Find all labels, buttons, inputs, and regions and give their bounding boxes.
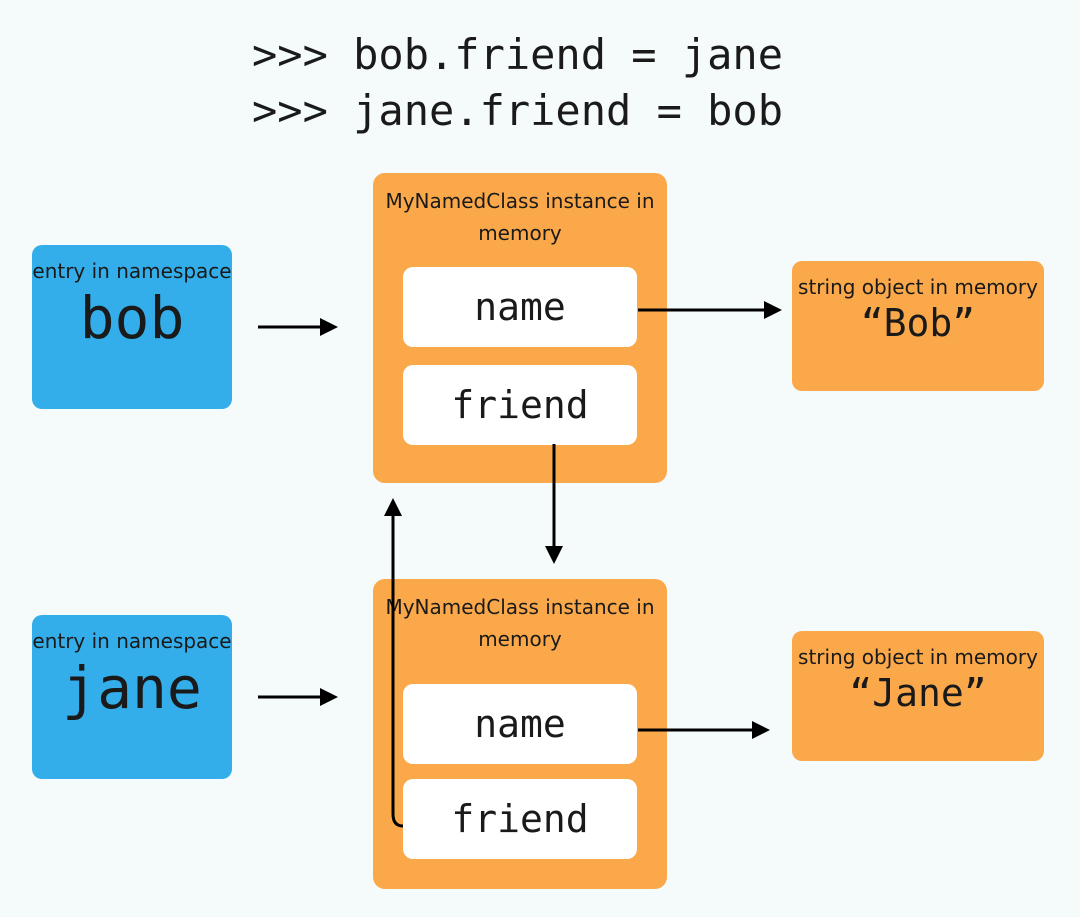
namespace-caption: entry in namespace bbox=[32, 629, 232, 653]
code-line-1: >>> bob.friend = jane bbox=[252, 30, 784, 79]
instance-box-jane: MyNamedClass instance in memory name fri… bbox=[373, 579, 667, 889]
arrow-jane-to-instance bbox=[258, 688, 338, 706]
string-value: “Bob” bbox=[860, 301, 976, 345]
slot-name: name bbox=[403, 684, 637, 764]
instance-caption: MyNamedClass instance in memory bbox=[385, 189, 655, 245]
code-line-2: >>> jane.friend = bob bbox=[252, 86, 784, 135]
variable-name: jane bbox=[62, 654, 202, 722]
string-caption: string object in memory bbox=[798, 275, 1038, 299]
instance-box-bob: MyNamedClass instance in memory name fri… bbox=[373, 173, 667, 483]
namespace-caption: entry in namespace bbox=[32, 259, 232, 283]
slot-name: name bbox=[403, 267, 637, 347]
string-value: “Jane” bbox=[849, 671, 987, 715]
arrow-bob-to-instance bbox=[258, 318, 338, 336]
namespace-entry-bob: entry in namespace bob bbox=[32, 245, 232, 409]
string-object-jane: string object in memory “Jane” bbox=[792, 631, 1044, 761]
arrow-bob-friend-to-jane bbox=[545, 444, 563, 564]
arrow-jane-name-to-string bbox=[638, 721, 770, 739]
variable-name: bob bbox=[79, 284, 185, 352]
string-object-bob: string object in memory “Bob” bbox=[792, 261, 1044, 391]
arrow-jane-friend-to-bob bbox=[384, 498, 404, 828]
slot-friend: friend bbox=[403, 365, 637, 445]
namespace-entry-jane: entry in namespace jane bbox=[32, 615, 232, 779]
arrow-bob-name-to-string bbox=[638, 301, 782, 319]
slot-friend: friend bbox=[403, 779, 637, 859]
instance-caption: MyNamedClass instance in memory bbox=[385, 595, 655, 651]
string-caption: string object in memory bbox=[798, 645, 1038, 669]
